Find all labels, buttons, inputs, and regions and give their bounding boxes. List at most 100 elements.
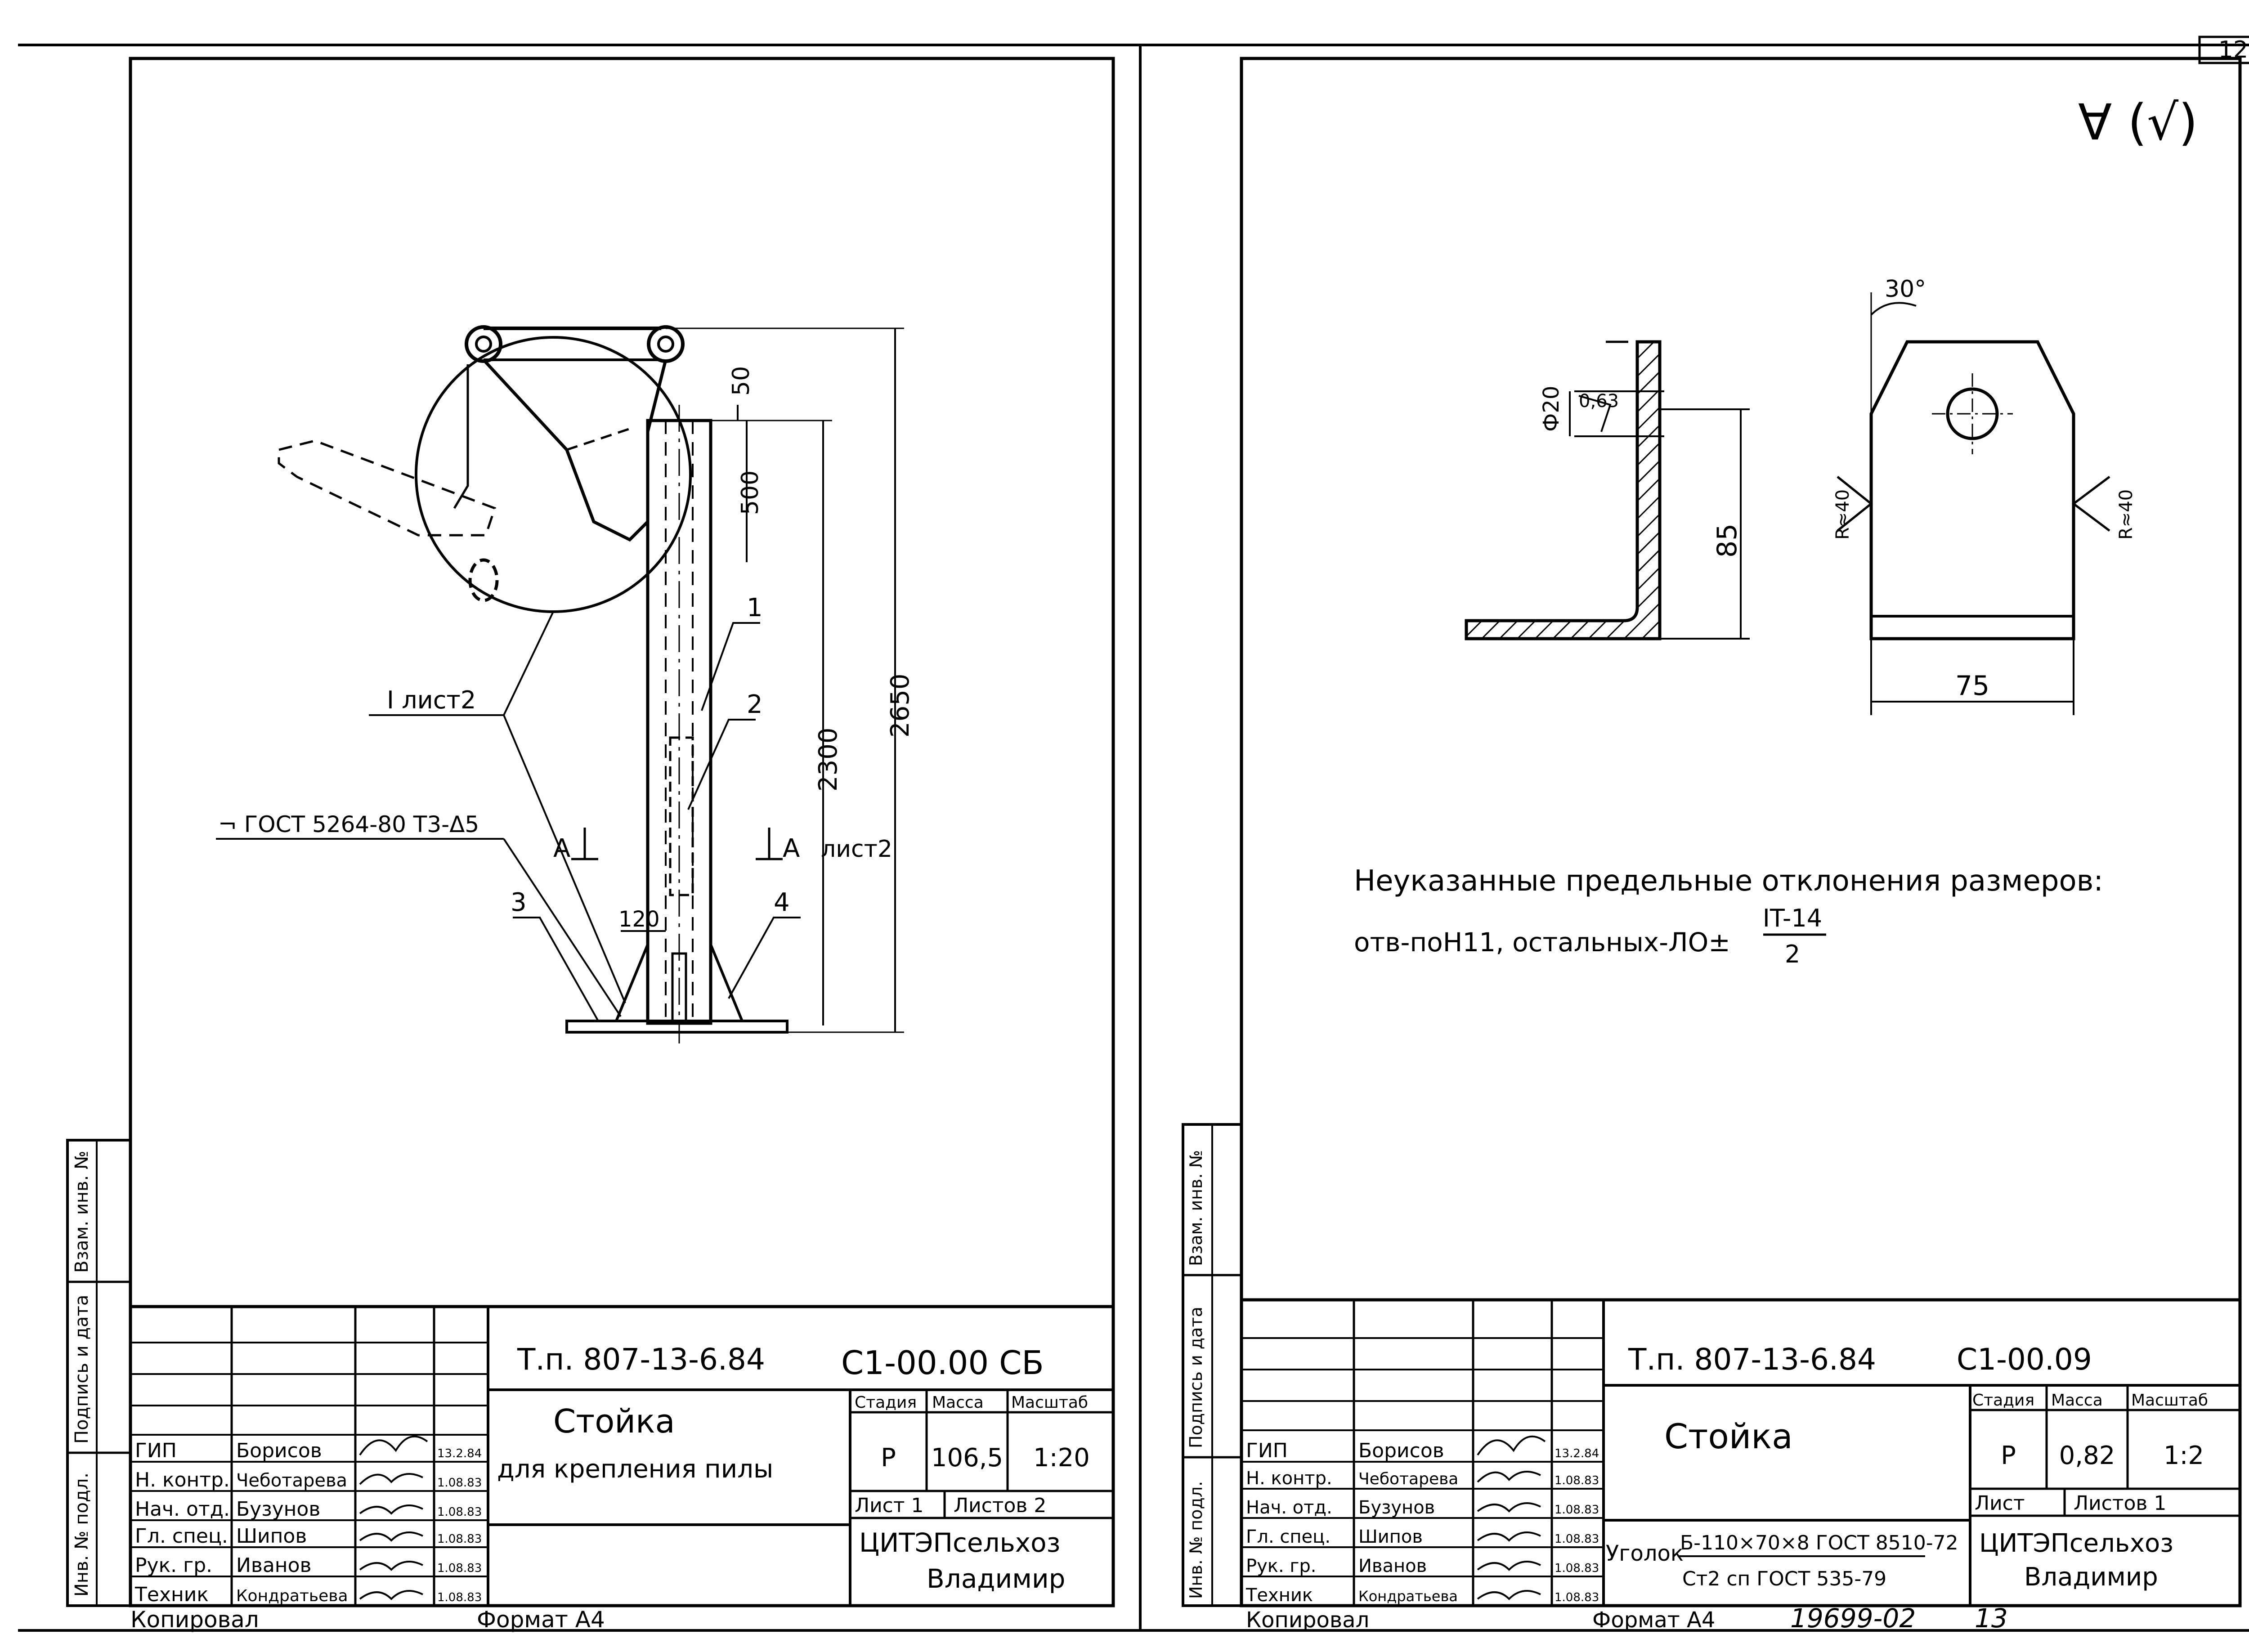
left-date-5: 1.08.83 [437, 1591, 482, 1604]
sheet-number-box [2198, 36, 2249, 64]
right-org-2: Владимир [2024, 1562, 2158, 1592]
tolerance-frac-top: IT-14 [1763, 904, 1822, 932]
section-a-left: А [553, 834, 570, 863]
dim-50: 50 [728, 366, 755, 396]
left-scale: 1:20 [1033, 1443, 1090, 1473]
left-org-1: ЦИТЭПсельхоз [859, 1527, 1060, 1558]
left-date-1: 1.08.83 [437, 1476, 482, 1490]
signature [359, 1590, 423, 1600]
signature [1477, 1471, 1541, 1483]
right-sheet: Инв. № подл. Подпись и дата Взам. инв. №… [1182, 57, 2242, 1634]
left-mass: 106,5 [931, 1443, 1003, 1473]
left-date-2: 1.08.83 [437, 1505, 482, 1519]
right-designation: С1-00.09 [1957, 1342, 2092, 1377]
left-copied: Копировал [130, 1607, 259, 1633]
signature [359, 1504, 423, 1515]
left-side-label-3: Взам. инв. № [72, 1151, 92, 1273]
left-name-1: Чеботарева [236, 1470, 347, 1491]
left-name-3: Шипов [236, 1525, 307, 1548]
right-scale: 1:2 [2164, 1441, 2204, 1470]
left-sheets: Листов 2 [954, 1494, 1046, 1517]
tolerance-note-line1: Неуказанные предельные отклонения размер… [1354, 864, 2103, 898]
dim-75: 75 [1955, 670, 1989, 702]
base-plate [565, 1020, 788, 1034]
material-line-1: Б-110×70×8 ГОСТ 8510-72 [1680, 1531, 1958, 1554]
right-sheets: Листов 1 [2074, 1492, 2166, 1515]
right-role-3: Гл. спец. [1246, 1527, 1331, 1547]
pos-3: 3 [511, 888, 527, 917]
left-side-label-2: Подпись и дата [72, 1295, 92, 1444]
left-name-0: Борисов [236, 1439, 322, 1462]
left-sheet: Инв. № подл. Подпись и дата Взам. инв. № [66, 57, 1115, 1633]
signature [359, 1531, 423, 1542]
right-date-2: 1.08.83 [1555, 1503, 1599, 1517]
left-date-3: 1.08.83 [437, 1532, 482, 1546]
signature [359, 1435, 428, 1456]
right-copied: Копировал [1246, 1607, 1369, 1633]
right-sheet: Лист [1975, 1492, 2025, 1515]
pos-1: 1 [747, 593, 763, 622]
left-designation: С1-00.00 СБ [841, 1344, 1044, 1382]
right-side-label-2: Подпись и дата [1186, 1307, 1206, 1448]
right-name-5: Кондратьева [1358, 1588, 1458, 1605]
right-title-block: ГИП Борисов 13.2.84 Н. контр. Чеботарева… [1241, 1298, 2240, 1606]
signature [359, 1473, 423, 1485]
signature [359, 1561, 423, 1571]
right-col-scale: Масштаб [2131, 1391, 2208, 1410]
right-role-4: Рук. гр. [1246, 1556, 1317, 1576]
archive-number: 19699-02 [1790, 1603, 1916, 1634]
tolerance-note-line2: отв-поН11, остальных-ЛО± [1354, 927, 1730, 958]
section-a-right: А [783, 834, 800, 863]
dim-r40-left: R≈40 [1832, 489, 1853, 540]
left-doc-code: Т.п. 807-13-6.84 [517, 1342, 765, 1377]
right-name-2: Бузунов [1358, 1497, 1435, 1518]
right-col-stage: Стадия [1972, 1391, 2034, 1410]
signature [1477, 1531, 1541, 1542]
angle-section: Ф20 0,63 85 [1465, 340, 1750, 640]
right-date-4: 1.08.83 [1555, 1562, 1599, 1575]
material-name: Уголок [1606, 1541, 1684, 1566]
left-col-mass: Масса [932, 1393, 984, 1412]
left-org-2: Владимир [927, 1563, 1065, 1594]
stand-drawing: 50 500 2300 2650 120 1 2 3 4 ¬ ГОСТ 5264… [216, 325, 915, 1043]
right-title: Стойка [1664, 1416, 1793, 1456]
right-frame [1240, 57, 2242, 1607]
right-side-label-3: Взам. инв. № [1186, 1150, 1206, 1266]
left-date-0: 13.2.84 [437, 1447, 482, 1460]
signature [1477, 1561, 1541, 1571]
left-side-strip [66, 1139, 132, 1607]
left-name-4: Иванов [236, 1554, 311, 1577]
left-name-5: Кондратьева [236, 1587, 348, 1605]
right-mass: 0,82 [2059, 1441, 2115, 1470]
pos-4: 4 [774, 888, 790, 917]
left-col-scale: Масштаб [1011, 1393, 1088, 1412]
right-date-1: 1.08.83 [1555, 1474, 1599, 1487]
plate-view: 30° R≈40 R≈40 75 [1832, 276, 2137, 715]
left-role-0: ГИП [135, 1439, 177, 1462]
dim-120: 120 [618, 907, 660, 932]
left-format: Формат А4 [477, 1607, 605, 1633]
left-stage: Р [881, 1443, 896, 1473]
material-line-2: Ст2 сп ГОСТ 535-79 [1682, 1567, 1886, 1590]
right-role-1: Н. контр. [1246, 1468, 1332, 1489]
detail-label: I лист2 [387, 686, 476, 714]
left-role-1: Н. контр. [135, 1468, 230, 1491]
right-role-2: Нач. отд. [1246, 1497, 1332, 1518]
right-stage: Р [2001, 1441, 2016, 1470]
right-role-0: ГИП [1246, 1439, 1288, 1462]
dim-30deg: 30° [1885, 276, 1926, 303]
section-sheet: лист2 [821, 836, 892, 863]
dim-d20: Ф20 [1539, 386, 1564, 432]
right-org-1: ЦИТЭПсельхоз [1979, 1529, 2173, 1558]
roughness-mark: ∀ (√) [2078, 94, 2198, 151]
left-sheet: Лист 1 [855, 1494, 923, 1517]
left-role-3: Гл. спец. [135, 1525, 228, 1548]
pos-2: 2 [747, 690, 763, 719]
dim-2300: 2300 [814, 727, 843, 792]
dim-063: 0,63 [1579, 391, 1619, 412]
right-name-4: Иванов [1358, 1556, 1427, 1576]
dim-r40-right: R≈40 [2116, 489, 2137, 540]
tolerance-frac-bottom: 2 [1785, 940, 1800, 968]
left-date-4: 1.08.83 [437, 1562, 482, 1575]
